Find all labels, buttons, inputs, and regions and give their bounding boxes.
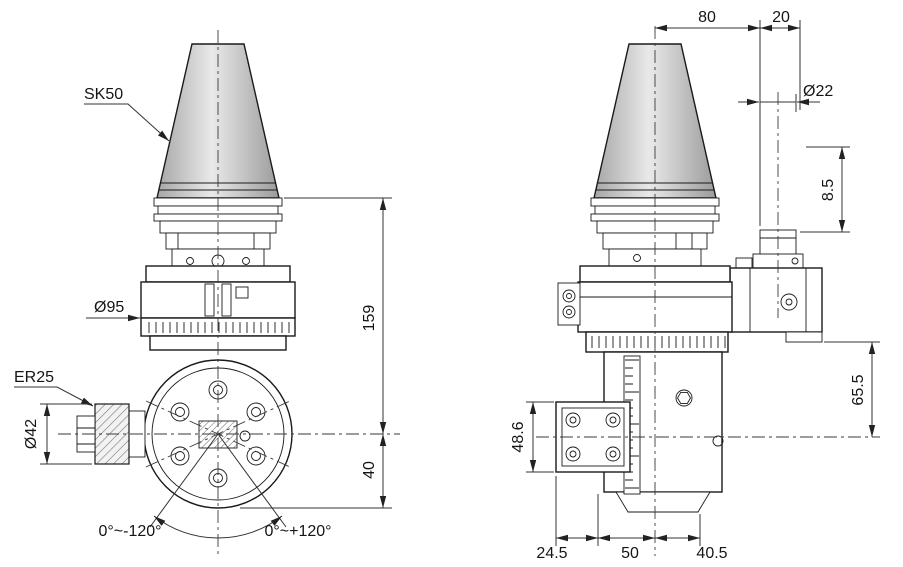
dim-48-6: 48.6 xyxy=(510,401,554,473)
label-20: 20 xyxy=(772,9,790,26)
label-8-5: 8.5 xyxy=(820,179,837,201)
label-80: 80 xyxy=(698,9,716,26)
dim-8-5: 8.5 xyxy=(800,146,850,233)
dia22-pin xyxy=(735,229,804,269)
swivel-housing xyxy=(557,265,733,333)
label-swivel-positive: 0°~+120° xyxy=(264,523,331,540)
dim-dia95: Ø95 xyxy=(86,299,140,322)
dim-bottom-chain: 24.5 50 40.5 xyxy=(536,476,728,562)
stop-block-arm xyxy=(729,267,823,343)
dim-dia22: Ø22 xyxy=(738,83,833,112)
label-dia42: Ø42 xyxy=(23,419,40,449)
label-sk50: SK50 xyxy=(84,86,123,103)
label-dia95: Ø95 xyxy=(94,299,124,316)
label-er25: ER25 xyxy=(14,369,54,386)
dim-65-5: 65.5 xyxy=(824,341,880,437)
dim-40: 40 xyxy=(240,434,392,509)
label-40: 40 xyxy=(361,461,378,479)
front-view xyxy=(76,43,296,509)
label-65-5: 65.5 xyxy=(850,374,867,405)
label-159: 159 xyxy=(361,305,378,332)
side-view-dimensions: 80 20 Ø22 8.5 65.5 48.6 xyxy=(510,9,880,562)
dim-swivel-range: 0°~-120° 0°~+120° xyxy=(98,433,332,540)
dim-dia42: Ø42 xyxy=(23,403,92,465)
dim-80-20: 80 20 xyxy=(655,9,801,226)
front-view-dimensions: SK50 Ø95 ER25 Ø42 159 40 xyxy=(14,86,392,540)
dim-159: 159 xyxy=(284,197,392,434)
dim-sk50-label: SK50 xyxy=(84,86,170,142)
label-dia22: Ø22 xyxy=(803,83,833,100)
label-40-5: 40.5 xyxy=(696,545,727,562)
label-swivel-negative: 0°~-120° xyxy=(98,523,161,540)
graduation-ring xyxy=(585,331,729,353)
label-48-6: 48.6 xyxy=(510,421,527,452)
side-view xyxy=(555,43,823,513)
label-24-5: 24.5 xyxy=(536,545,567,562)
spindle-flange xyxy=(590,197,720,267)
label-50: 50 xyxy=(621,545,639,562)
dim-er25-label: ER25 xyxy=(14,369,94,407)
